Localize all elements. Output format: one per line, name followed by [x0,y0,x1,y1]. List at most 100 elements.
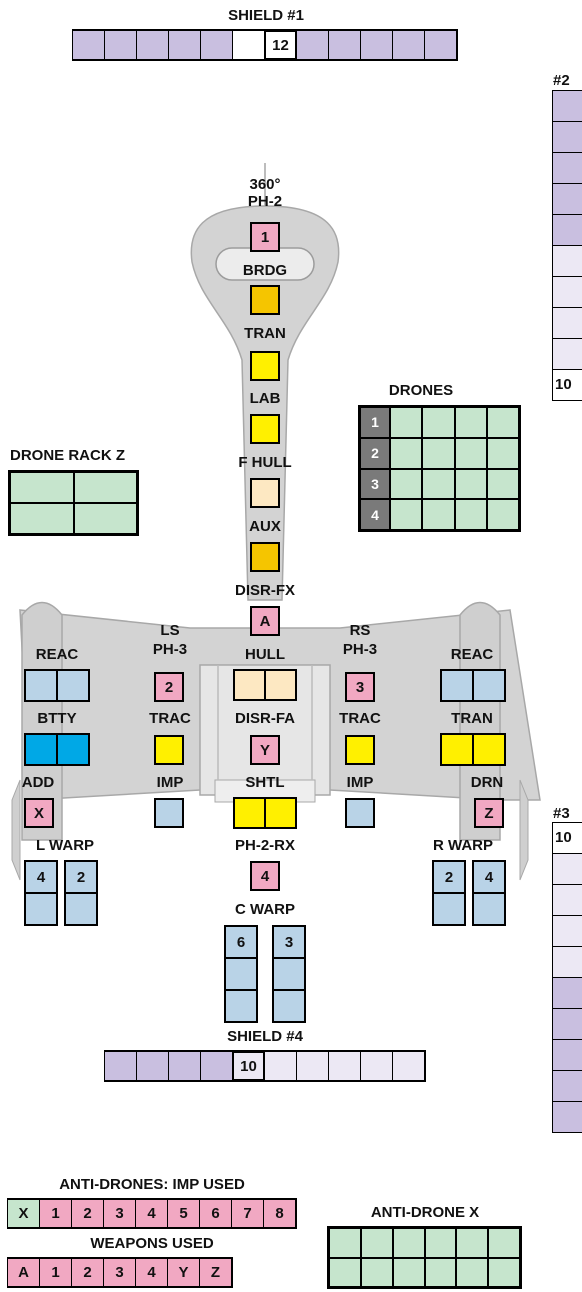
anti-drone-used-cell[interactable]: 2 [71,1199,104,1228]
left-warp-box[interactable] [64,892,98,926]
weapon-used-cell[interactable]: Z [199,1258,232,1287]
ls-ph3-weapon-box[interactable]: 2 [154,672,184,702]
anti-drone-used-cell[interactable]: 3 [103,1199,136,1228]
reactor-right-box[interactable] [440,669,474,702]
add-box[interactable]: X [24,798,54,828]
tractor-left-box[interactable] [154,735,184,765]
rs-ph3-weapon-box[interactable]: 3 [345,672,375,702]
drone-cell[interactable] [454,468,487,500]
shuttle-box[interactable] [233,797,266,829]
right-warp-box[interactable]: 2 [432,860,466,894]
drone-cell[interactable] [454,437,487,469]
disruptor-fx-box[interactable]: A [250,606,280,636]
anti-drone-used-cell[interactable]: 5 [167,1199,200,1228]
aux-box[interactable] [250,542,280,572]
anti-drone-x-cell[interactable] [488,1257,520,1287]
shield-box[interactable] [104,1051,137,1081]
drone-launcher-box[interactable]: Z [474,798,504,828]
shield-box[interactable] [200,1051,233,1081]
shield-box[interactable] [296,1051,329,1081]
drone-cell[interactable] [486,437,519,469]
weapon-used-cell[interactable]: 3 [103,1258,136,1287]
weapon-used-cell[interactable]: A [7,1258,40,1287]
shield-box[interactable] [392,1051,425,1081]
drone-cell[interactable] [486,407,519,438]
shield-box[interactable] [136,30,169,60]
ph2-rx-weapon-box[interactable]: 4 [250,861,280,891]
shield-box[interactable] [104,30,137,60]
anti-drone-x-cell[interactable] [488,1228,520,1258]
drone-cell[interactable] [422,437,455,469]
weapon-used-cell[interactable]: 2 [71,1258,104,1287]
anti-drone-x-cell[interactable] [360,1257,393,1287]
center-warp-box[interactable] [224,989,258,1023]
shield-box[interactable] [232,30,265,60]
drone-rack-cell[interactable] [10,472,74,503]
shield-box[interactable] [328,1051,361,1081]
drone-cell[interactable] [422,499,455,530]
center-warp-box[interactable]: 6 [224,925,258,959]
drone-cell[interactable] [454,407,487,438]
anti-drone-x-cell[interactable] [456,1228,489,1258]
anti-drone-used-cell[interactable]: 1 [39,1199,72,1228]
battery-box[interactable] [24,733,58,766]
anti-drone-x-cell[interactable] [392,1228,425,1258]
drone-cell[interactable] [422,407,455,438]
forward-hull-box[interactable] [250,478,280,508]
anti-drone-used-cell[interactable]: 4 [135,1199,168,1228]
center-warp-box[interactable] [272,957,306,991]
weapon-used-cell[interactable]: Y [167,1258,200,1287]
shield-box[interactable] [392,30,425,60]
transporter-center-box[interactable] [250,351,280,381]
drone-cell[interactable] [390,499,423,530]
drone-cell[interactable] [486,499,519,530]
bridge-box[interactable] [250,285,280,315]
shield-box[interactable] [72,30,105,60]
hull-box[interactable] [264,669,297,701]
right-warp-box[interactable] [472,892,506,926]
drone-cell[interactable] [454,499,487,530]
center-warp-box[interactable]: 3 [272,925,306,959]
anti-drone-x-cell[interactable] [392,1257,425,1287]
anti-drone-x-cell[interactable] [329,1257,361,1287]
shield-box[interactable] [136,1051,169,1081]
shield-box[interactable] [424,30,457,60]
left-warp-box[interactable] [24,892,58,926]
shield-box[interactable] [360,1051,393,1081]
anti-drone-x-cell[interactable] [329,1228,361,1258]
ph2-weapon-box[interactable]: 1 [250,222,280,252]
shield-box[interactable] [168,1051,201,1081]
drone-rack-cell[interactable] [10,503,74,534]
center-warp-box[interactable] [272,989,306,1023]
shuttle-box[interactable] [264,797,297,829]
impulse-left-box[interactable] [154,798,184,828]
weapon-used-cell[interactable]: 4 [135,1258,168,1287]
anti-drone-x-cell[interactable]: X [7,1199,40,1228]
anti-drone-x-cell[interactable] [360,1228,393,1258]
drone-cell[interactable] [390,437,423,469]
drone-cell[interactable] [390,407,423,438]
shield-box[interactable] [264,1051,297,1081]
drone-rack-cell[interactable] [73,503,137,534]
shield-box[interactable] [360,30,393,60]
shield-box[interactable] [296,30,329,60]
reactor-left-box[interactable] [24,669,58,702]
anti-drone-used-cell[interactable]: 6 [199,1199,232,1228]
impulse-right-box[interactable] [345,798,375,828]
transporter-right-box[interactable] [440,733,474,766]
left-warp-box[interactable]: 2 [64,860,98,894]
reactor-left-box[interactable] [56,669,90,702]
tractor-right-box[interactable] [345,735,375,765]
transporter-right-box[interactable] [472,733,506,766]
disruptor-fa-box[interactable]: Y [250,735,280,765]
hull-box[interactable] [233,669,266,701]
battery-box[interactable] [56,733,90,766]
shield-box[interactable] [168,30,201,60]
weapon-used-cell[interactable]: 1 [39,1258,72,1287]
drone-rack-cell[interactable] [73,472,137,503]
reactor-right-box[interactable] [472,669,506,702]
lab-box[interactable] [250,414,280,444]
anti-drone-x-cell[interactable] [456,1257,489,1287]
anti-drone-used-cell[interactable]: 7 [231,1199,264,1228]
drone-cell[interactable] [390,468,423,500]
